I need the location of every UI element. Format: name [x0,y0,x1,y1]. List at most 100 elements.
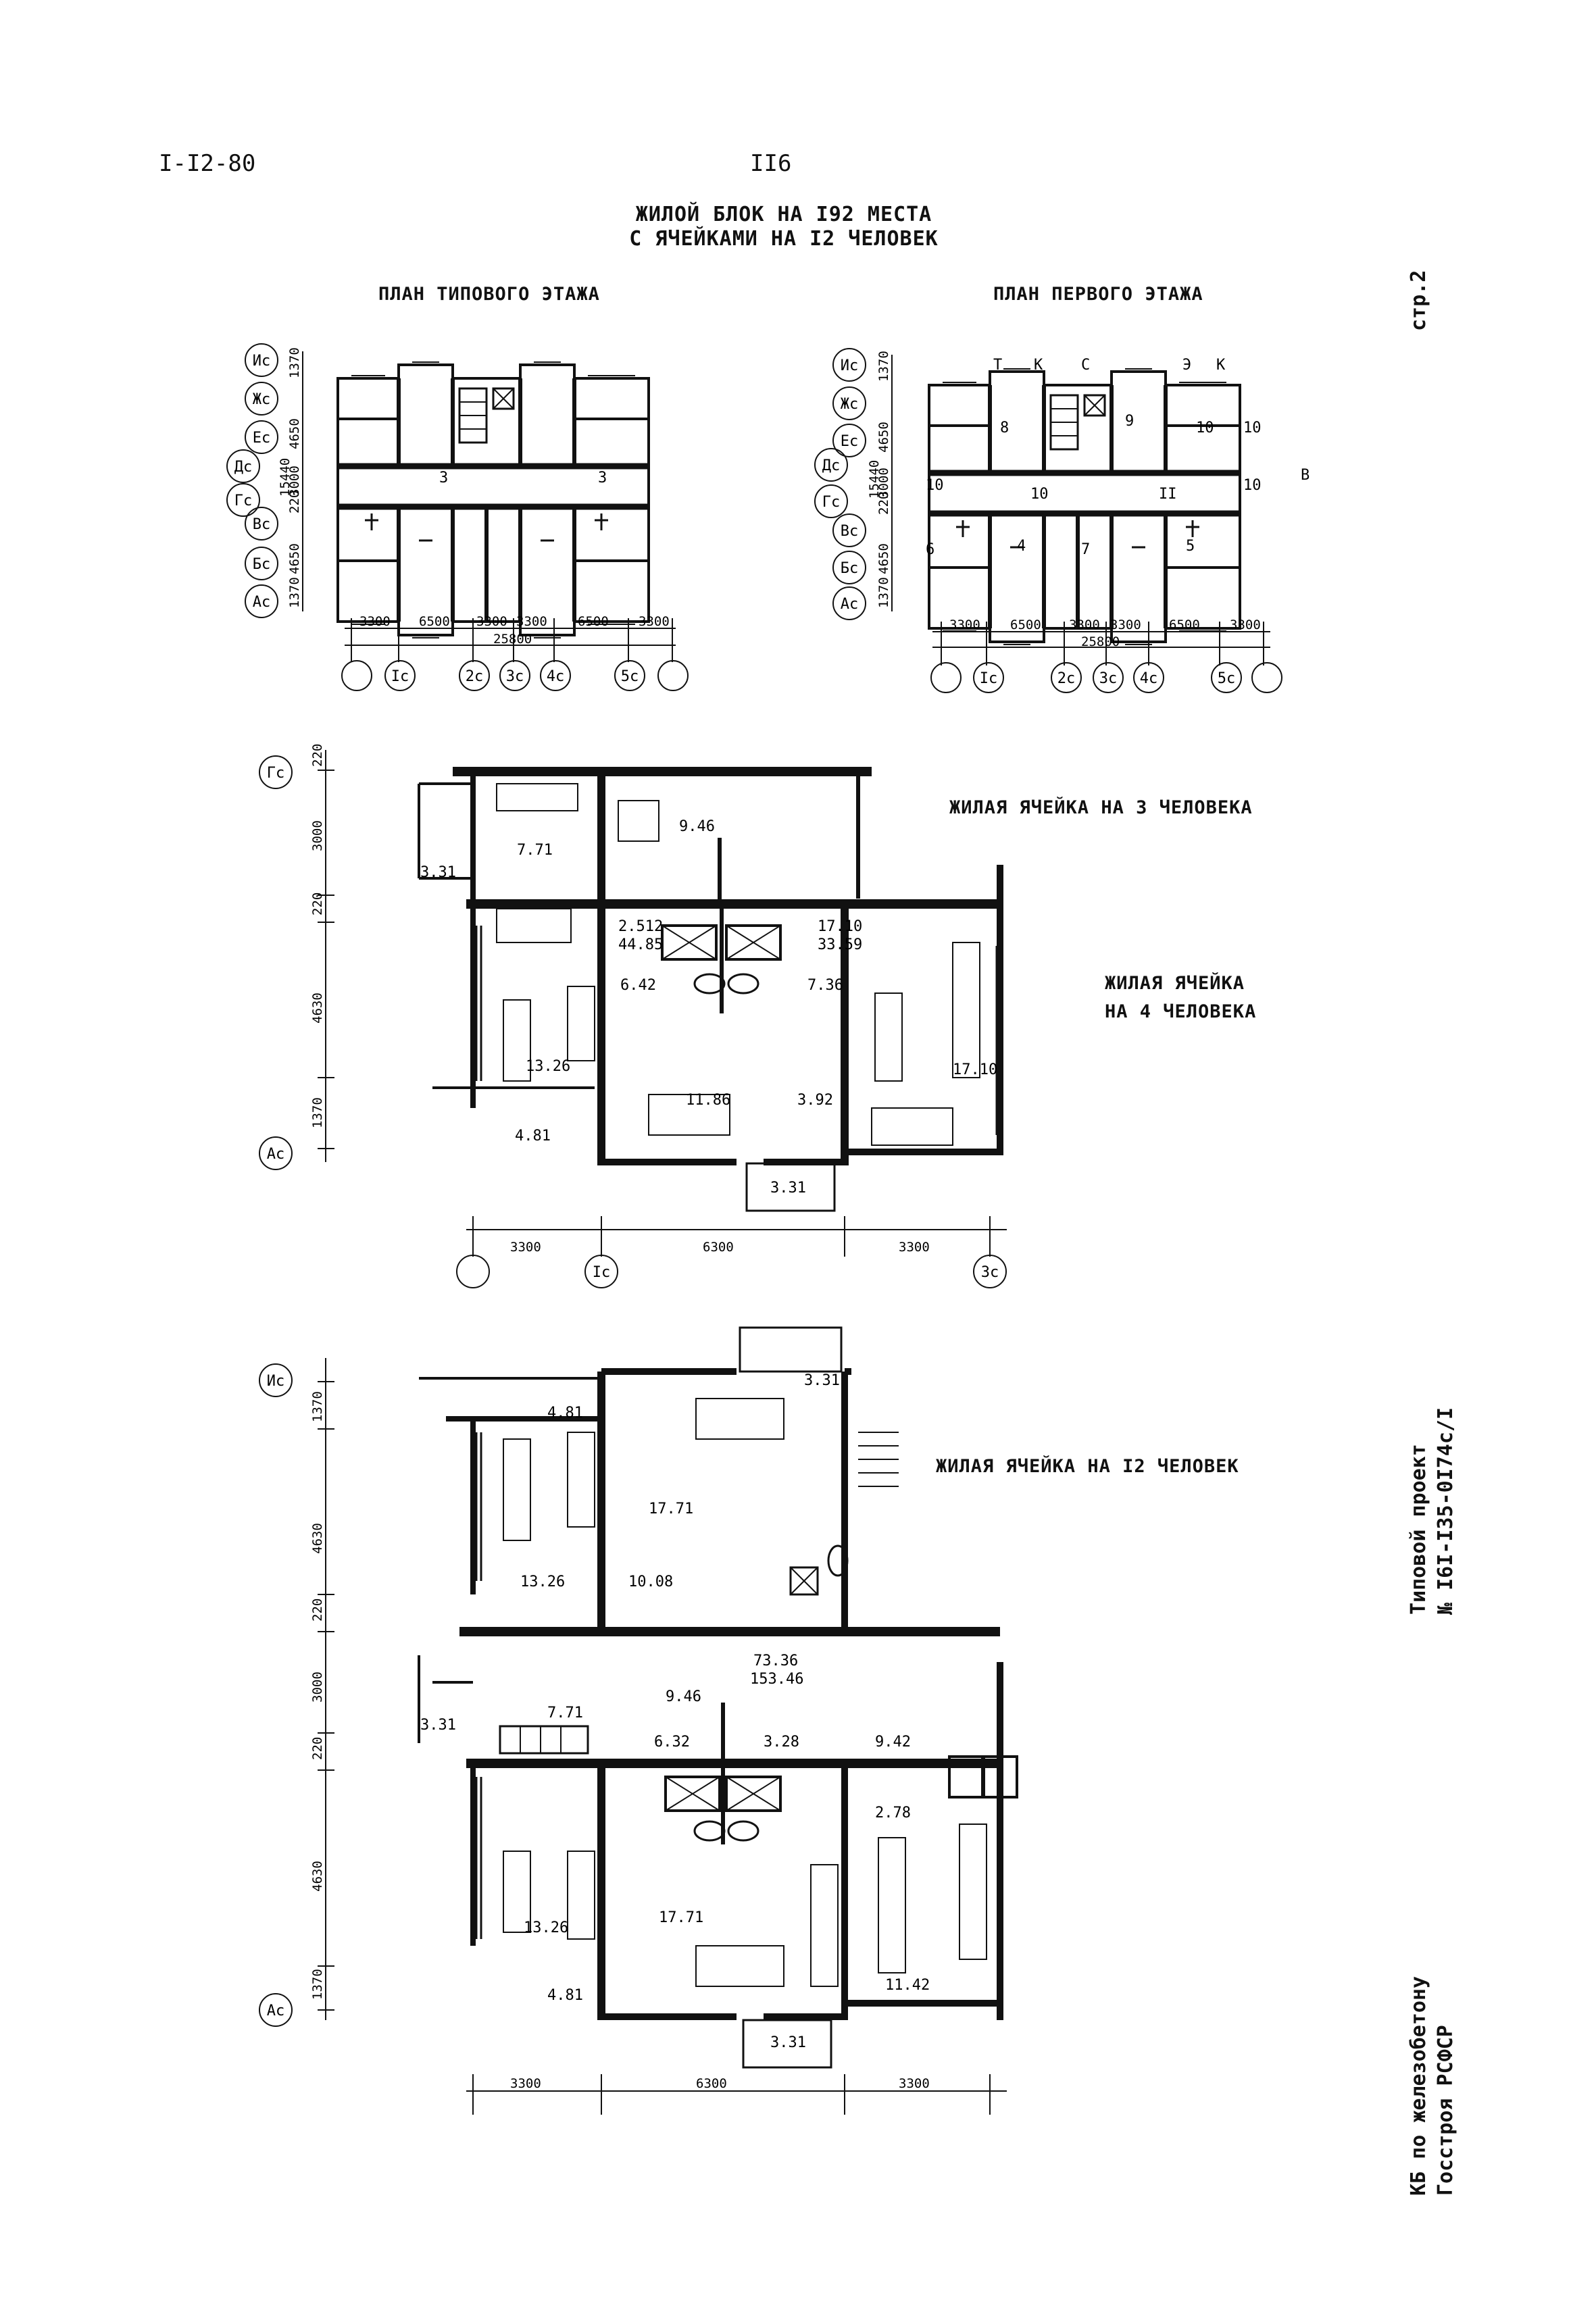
svg-text:10: 10 [1243,420,1262,436]
svg-text:3300: 3300 [1069,618,1100,632]
svg-text:5: 5 [1186,538,1195,555]
svg-text:17.10: 17.10 [818,918,862,935]
svg-text:3300: 3300 [476,614,507,629]
svg-text:9.42: 9.42 [875,1734,911,1751]
svg-text:1370: 1370 [287,347,302,378]
axis-label: Ес [253,430,271,447]
svg-text:73.36: 73.36 [753,1653,798,1669]
svg-text:2с: 2с [466,668,484,685]
svg-text:6300: 6300 [703,1240,734,1255]
svg-text:220: 220 [310,744,325,767]
first-floor-room-numbers: 8 9 10 10 10 10 10 II 4 7 5 6 [926,413,1262,558]
svg-text:Вс: Вс [841,523,859,540]
document-code: I-I2-80 [159,150,256,177]
axis-label: Ис [267,1373,285,1390]
org-line2: Госстроя РСФСР [1434,2025,1457,2196]
svg-text:3300: 3300 [1230,618,1261,632]
organization-stamp: КБ по железобетону Госстроя РСФСР [1405,1976,1460,2196]
svg-text:13.26: 13.26 [524,1919,568,1936]
svg-text:6: 6 [926,541,934,558]
svg-text:17.71: 17.71 [659,1909,703,1926]
svg-text:4.81: 4.81 [515,1128,551,1145]
svg-text:4630: 4630 [310,1861,325,1892]
svg-text:С: С [1081,357,1090,374]
svg-text:3000: 3000 [876,468,891,499]
svg-text:3с: 3с [981,1264,999,1281]
svg-text:2с: 2с [1057,670,1076,687]
cell-4-person-label-line1: ЖИЛАЯ ЯЧЕЙКА [1105,973,1245,994]
first-floor-col-dims: 3300 6500 3300 3300 6500 3300 25800 Iс 2… [930,618,1282,693]
drawing-title-line1: ЖИЛОЙ БЛОК НА I92 МЕСТА [635,203,932,226]
svg-text:4с: 4с [547,668,565,685]
svg-text:7.36: 7.36 [807,977,843,994]
svg-text:15440: 15440 [278,458,293,497]
svg-text:153.46: 153.46 [750,1671,803,1688]
cell-3-4-plan: Гс Ас 220 3000 220 4630 1370 [259,744,1007,1288]
typical-floor-row-dims: 1370 4650 15440 3000 220 4650 1370 [278,347,302,608]
svg-text:Ис: Ис [841,357,859,374]
axis-label: Дс [234,459,253,476]
svg-text:3.28: 3.28 [764,1734,799,1751]
axis-label: Бс [253,556,271,573]
svg-text:Iс: Iс [980,670,998,687]
svg-text:4630: 4630 [310,992,325,1024]
cell-3-person-label: ЖИЛАЯ ЯЧЕЙКА НА 3 ЧЕЛОВЕКА [949,797,1253,818]
svg-text:17.10: 17.10 [953,1061,997,1078]
svg-text:3с: 3с [1099,670,1118,687]
svg-text:6500: 6500 [419,614,450,629]
svg-text:220: 220 [287,491,302,513]
svg-text:3300: 3300 [516,614,547,629]
org-line1: КБ по железобетону [1407,1976,1430,2196]
svg-text:II: II [1159,486,1177,503]
svg-text:13.26: 13.26 [520,1574,565,1590]
svg-text:17.71: 17.71 [649,1501,693,1517]
svg-text:4650: 4650 [876,422,891,453]
svg-text:Э: Э [1182,357,1191,374]
room-areas-cell-12: 3.31 4.81 17.71 13.26 10.08 73.36 153.46… [420,1372,930,2051]
typical-floor-row-axes: Ис Жс Ес Дс Гс Вс Бс Ас [226,343,278,618]
cell-12-person-label: ЖИЛАЯ ЯЧЕЙКА НА I2 ЧЕЛОВЕК [936,1456,1239,1477]
svg-text:Дс: Дс [822,457,841,474]
first-floor-marks: Т К С Э К В [993,357,1310,484]
typical-floor-col-dims: 3300 6500 3300 3300 6500 3300 25800 Iс 2… [341,614,689,691]
svg-text:4650: 4650 [287,543,302,574]
svg-text:3300: 3300 [1110,618,1141,632]
svg-text:4с: 4с [1140,670,1158,687]
svg-text:3с: 3с [506,668,524,685]
svg-text:6300: 6300 [696,2076,727,2091]
svg-text:11.86: 11.86 [686,1092,730,1109]
svg-text:220: 220 [876,492,891,515]
svg-text:1370: 1370 [287,577,302,608]
axis-label: Ис [253,353,271,370]
svg-text:3300: 3300 [949,618,980,632]
svg-text:1370: 1370 [310,1969,325,2000]
svg-text:4650: 4650 [287,418,302,449]
svg-text:3: 3 [439,470,448,486]
svg-text:10: 10 [926,477,944,494]
svg-text:10.08: 10.08 [628,1574,673,1590]
svg-text:1370: 1370 [310,1097,325,1128]
svg-text:3300: 3300 [899,2076,930,2091]
svg-text:3300: 3300 [639,614,670,629]
axis-label: Жс [253,391,271,408]
svg-text:220: 220 [310,1599,325,1621]
page-number: II6 [750,150,792,177]
project-line2: № I6I-I35-0I74с/I [1434,1407,1457,1615]
svg-text:6500: 6500 [1169,618,1200,632]
svg-text:9.46: 9.46 [679,818,715,835]
cell-4-person-label-line2: НА 4 ЧЕЛОВЕКА [1105,1001,1257,1022]
first-floor-row-axes: Ис Жс Ес Дс Гс Вс Бс Ас [814,348,866,620]
svg-text:8: 8 [1000,420,1009,436]
axis-label: Вс [253,516,271,533]
svg-text:6.42: 6.42 [620,977,656,994]
svg-text:7.71: 7.71 [547,1705,583,1721]
svg-text:3.31: 3.31 [804,1372,840,1389]
svg-text:3300: 3300 [359,614,391,629]
svg-text:3300: 3300 [899,1240,930,1255]
first-floor-row-dims: 1370 4650 15440 3000 220 4650 1370 [867,351,891,608]
project-line1: Типовой проект [1407,1444,1430,1615]
svg-text:44.85: 44.85 [618,936,663,953]
svg-text:1370: 1370 [310,1391,325,1422]
svg-text:Ас: Ас [841,596,859,613]
